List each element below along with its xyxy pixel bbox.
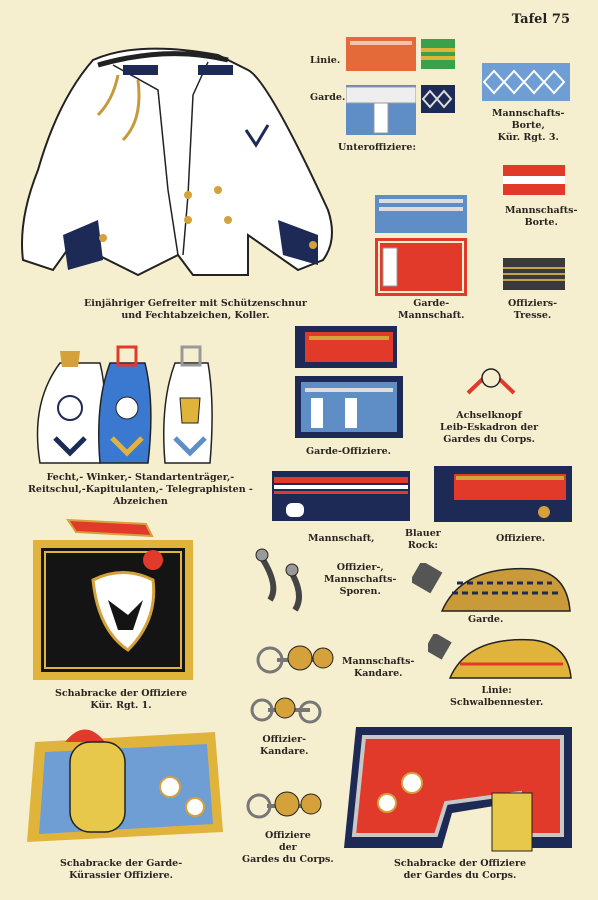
abzeichen-illustration [30, 343, 240, 468]
garde-braid-swatch [421, 85, 455, 113]
banner-ribbon [66, 516, 154, 538]
offiziers-tresse-swatch [503, 258, 565, 290]
sporen-illustration [250, 545, 325, 615]
garde-offiziere-collar-red [295, 326, 397, 368]
schabracke-gardes-du-corps-illustration [342, 723, 574, 853]
label-mannschaft: Mannschaft, [308, 533, 375, 544]
koller-tunic-illustration [18, 20, 338, 285]
label-garde: Garde. [310, 92, 346, 103]
gardes-du-corps-kandare-illustration [245, 784, 325, 829]
plate-title: Tafel 75 [511, 12, 570, 27]
schabracke-garde-kurassier-illustration [25, 712, 225, 847]
label-koller: Einjähriger Gefreiter mit Schützenschnur… [84, 298, 307, 321]
label-mannschafts-borte: Mannschafts-Borte. [505, 205, 578, 228]
garde-mannschaft-collar-red [375, 238, 467, 296]
label-garde-mannschaft: Garde-Mannschaft. [398, 298, 465, 321]
offizier-kandare-illustration [250, 690, 325, 730]
schabracke-kur-rgt1-illustration [33, 540, 193, 680]
borte-kur-rgt3-swatch [482, 63, 570, 101]
label-borte-kur: Mannschafts-Borte,Kür. Rgt. 3. [492, 108, 565, 143]
label-offiziere: Offiziere. [496, 533, 546, 544]
label-garde-offiziere: Garde-Offiziere. [306, 446, 391, 457]
label-linie-schwalbennester: Linie:Schwalbennester. [450, 685, 544, 708]
garde-offiziere-collar-blue [295, 376, 403, 438]
label-offizier-kandare: Offizier-Kandare. [260, 734, 309, 757]
label-abzeichen: Fecht,- Winker,- Standartenträger,-Reits… [28, 472, 253, 507]
label-mannschafts-kandare: Mannschafts-Kandare. [342, 656, 415, 679]
garde-collar-patch [346, 85, 416, 135]
label-sporen: Offizier-,Mannschafts-Sporen. [324, 562, 397, 597]
mannschafts-kandare-illustration [255, 640, 335, 680]
label-schabracke-garde-kur: Schabracke der Garde-Kürassier Offiziere… [60, 858, 183, 881]
achselknopf-illustration [464, 363, 519, 398]
mannschaft-collar-blauer-rock [272, 471, 410, 521]
offiziere-collar-blauer-rock [434, 466, 572, 522]
label-garde-nest: Garde. [468, 614, 504, 625]
linie-braid-swatch [421, 39, 455, 69]
linie-collar-patch [346, 37, 416, 71]
garde-mannschaft-collar-blue [375, 195, 467, 233]
mannschafts-borte-swatch [503, 165, 565, 195]
label-offiziers-tresse: Offiziers-Tresse. [508, 298, 558, 321]
linie-schwalbennest-illustration [428, 634, 573, 680]
label-unteroffiziere: Unteroffiziere: [338, 142, 416, 153]
label-linie: Linie. [310, 55, 341, 66]
garde-schwalbennest-illustration [412, 563, 572, 613]
